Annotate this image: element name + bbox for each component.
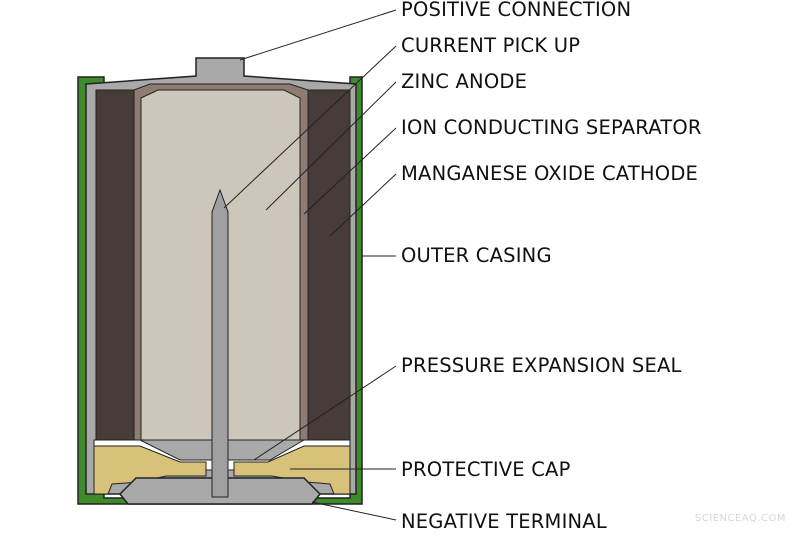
leader-lines [223,9,397,521]
protective-cap-shape [93,445,207,495]
label-outer-casing: OUTER CASING [401,244,552,267]
label-pressure-expansion-seal: PRESSURE EXPANSION SEAL [401,354,682,377]
label-ion-conducting-separator: ION CONDUCTING SEPARATOR [401,116,702,139]
label-positive-connection: POSITIVE CONNECTION [401,0,632,21]
watermark: SCIENCEAQ.COM [694,513,786,524]
leader-negative-terminal [311,501,397,521]
leader-pressure-expansion-seal [253,365,397,461]
label-current-pick-up: CURRENT PICK UP [401,34,581,57]
leader-ion-conducting-separator [303,127,397,215]
label-manganese-oxide-cathode: MANGANESE OXIDE CATHODE [401,162,699,185]
leader-manganese-oxide-cathode [329,173,397,237]
label-protective-cap: PROTECTIVE CAP [401,458,571,481]
label-zinc-anode: ZINC ANODE [401,70,528,93]
current-pick-up-pin-shape [211,188,229,498]
leader-current-pick-up [223,45,397,209]
protective-cap-shape-right [233,445,351,495]
label-negative-terminal: NEGATIVE TERMINAL [401,510,607,533]
leader-zinc-anode [265,81,397,211]
leader-positive-connection [239,9,397,61]
